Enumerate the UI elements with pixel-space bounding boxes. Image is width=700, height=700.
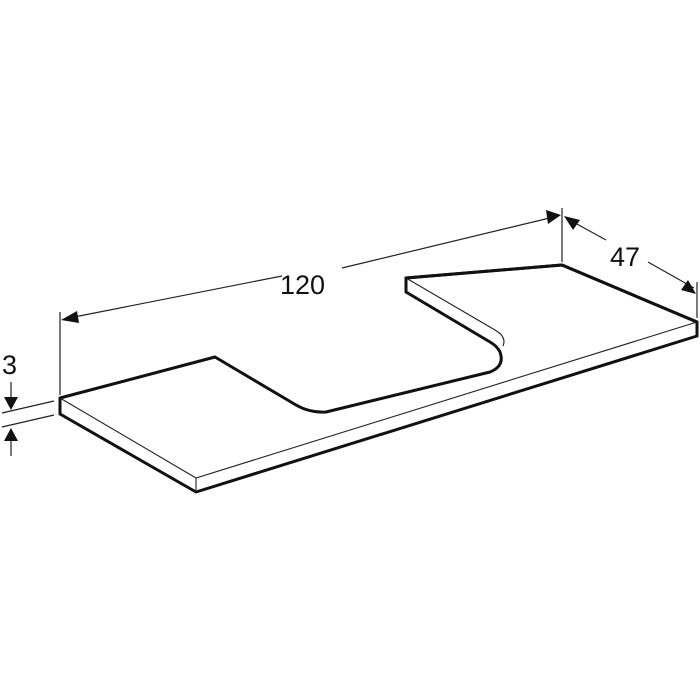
countertop-shape [58,263,699,494]
arrow-thickness-up-icon [4,428,18,441]
dimension-thickness: 3 [1,350,55,456]
arrow-depth-start-icon [564,216,580,230]
arrow-right-icon [546,210,561,224]
width-label: 120 [280,270,325,300]
dimension-width: 120 [59,208,563,395]
dimension-depth: 47 [564,216,698,318]
arrow-depth-end-icon [681,280,696,294]
depth-label: 47 [610,242,640,272]
arrow-left-icon [61,311,79,323]
thickness-label: 3 [2,350,17,380]
arrow-thickness-down-icon [4,397,18,410]
